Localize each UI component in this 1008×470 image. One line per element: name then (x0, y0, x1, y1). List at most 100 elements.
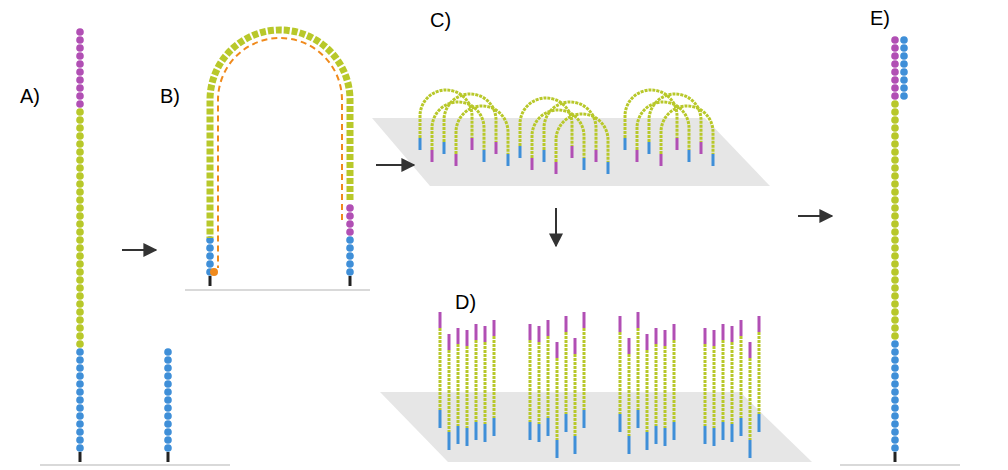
base (346, 268, 354, 276)
adapter (583, 312, 586, 328)
base (76, 364, 84, 372)
base (76, 428, 84, 436)
adapter (704, 426, 707, 444)
adapter (636, 150, 639, 162)
primer-base (900, 52, 908, 60)
base (164, 372, 172, 380)
base (76, 316, 84, 324)
base (891, 44, 899, 52)
base (891, 236, 899, 244)
adapter (431, 150, 434, 162)
base (891, 252, 899, 260)
base (76, 132, 84, 140)
cluster-strand (466, 346, 469, 428)
base (164, 364, 172, 372)
adapter (713, 330, 716, 346)
adapter (475, 422, 478, 440)
adapter (722, 324, 725, 340)
bridge-strand (649, 94, 701, 142)
primer-base (900, 44, 908, 52)
base (891, 68, 899, 76)
base (891, 308, 899, 316)
base (76, 196, 84, 204)
base (164, 428, 172, 436)
base (76, 220, 84, 228)
adapter (571, 146, 574, 158)
adapter (749, 342, 752, 358)
base (891, 116, 899, 124)
base (164, 420, 172, 428)
base (891, 300, 899, 308)
base (76, 36, 84, 44)
base (891, 396, 899, 404)
adapter (713, 428, 716, 446)
adapter (758, 414, 761, 432)
adapter (749, 440, 752, 458)
adapter (531, 158, 534, 170)
adapter (607, 162, 610, 174)
base (346, 252, 354, 260)
adapter (646, 334, 649, 350)
base (891, 420, 899, 428)
base (891, 156, 899, 164)
cluster-strand (565, 332, 568, 414)
adapter (595, 150, 598, 162)
cluster-strand (556, 358, 559, 440)
adapter (712, 154, 715, 166)
base (76, 388, 84, 396)
base (164, 388, 172, 396)
surface (840, 464, 960, 466)
adapter (529, 324, 532, 340)
adapter (740, 320, 743, 336)
base (891, 332, 899, 340)
adapter (673, 422, 676, 440)
step-label: C) (430, 10, 451, 30)
base (76, 268, 84, 276)
cluster-strand (637, 328, 640, 410)
base (891, 348, 899, 356)
adapter (624, 138, 627, 150)
dna-strand (891, 36, 899, 462)
cluster-strand (646, 350, 649, 432)
base (346, 220, 354, 228)
base (891, 212, 899, 220)
adapter (466, 330, 469, 346)
base (164, 348, 172, 356)
cluster-strand (529, 340, 532, 422)
base (76, 236, 84, 244)
base (76, 324, 84, 332)
base (76, 116, 84, 124)
base (164, 444, 172, 452)
base (891, 412, 899, 420)
cluster-strand (493, 336, 496, 418)
adapter (538, 424, 541, 442)
cluster-strand (713, 346, 716, 428)
step-arrow (376, 164, 414, 166)
base (76, 396, 84, 404)
primer-base (900, 68, 908, 76)
cluster-strand (655, 344, 658, 426)
base (164, 436, 172, 444)
adapter (495, 142, 498, 154)
flow-cell-surface (380, 392, 812, 462)
base (346, 244, 354, 252)
cluster-strand (448, 350, 451, 432)
base (76, 140, 84, 148)
base (76, 84, 84, 92)
adapter (664, 330, 667, 346)
base (891, 444, 899, 452)
base (76, 172, 84, 180)
base (891, 76, 899, 84)
base (891, 204, 899, 212)
surface (40, 464, 230, 466)
adapter (664, 428, 667, 446)
adapter (637, 312, 640, 328)
adapter (740, 418, 743, 436)
adapter (646, 432, 649, 450)
adapter (655, 426, 658, 444)
base (891, 244, 899, 252)
base (891, 260, 899, 268)
adapter (556, 342, 559, 358)
adapter (455, 154, 458, 166)
adapter (466, 428, 469, 446)
